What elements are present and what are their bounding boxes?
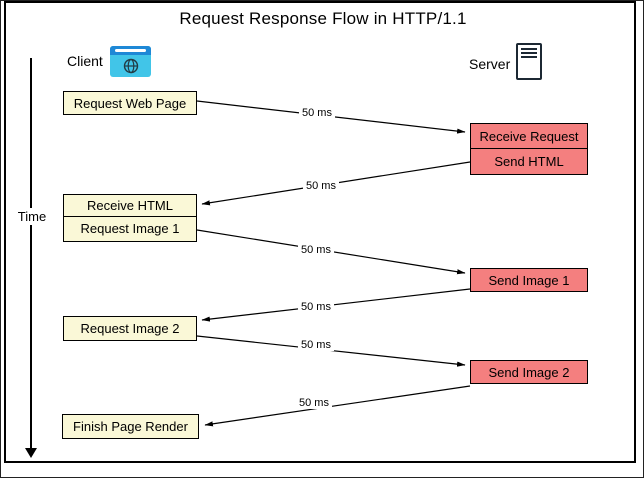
globe-icon	[123, 58, 138, 74]
box-receive-request: Receive Request	[470, 123, 588, 149]
latency-label: 50 ms	[296, 397, 332, 409]
server-icon-slot	[521, 48, 537, 50]
time-axis-label: Time	[14, 208, 50, 225]
browser-icon-addressbar	[115, 49, 146, 52]
server-icon-slot	[521, 52, 537, 54]
box-finish-page-render: Finish Page Render	[62, 414, 199, 439]
box-request-image-1: Request Image 1	[63, 215, 197, 242]
latency-label: 50 ms	[298, 301, 334, 313]
latency-label: 50 ms	[298, 244, 334, 256]
latency-label: 50 ms	[299, 107, 335, 119]
client-label: Client	[67, 53, 103, 69]
latency-label: 50 ms	[298, 339, 334, 351]
box-send-image-2: Send Image 2	[470, 360, 588, 384]
box-send-image-1: Send Image 1	[470, 268, 588, 292]
box-request-image-2: Request Image 2	[63, 316, 197, 341]
server-label: Server	[469, 56, 511, 72]
browser-icon	[110, 46, 151, 77]
box-send-html: Send HTML	[470, 147, 588, 175]
diagram-title: Request Response Flow in HTTP/1.1	[179, 9, 467, 28]
time-axis-line	[30, 58, 32, 449]
box-request-web-page: Request Web Page	[63, 91, 197, 115]
server-icon-slot	[521, 56, 537, 58]
time-axis-arrowhead-icon	[25, 448, 37, 458]
latency-label: 50 ms	[303, 180, 339, 192]
server-icon	[516, 43, 542, 80]
box-receive-html: Receive HTML	[63, 194, 197, 217]
